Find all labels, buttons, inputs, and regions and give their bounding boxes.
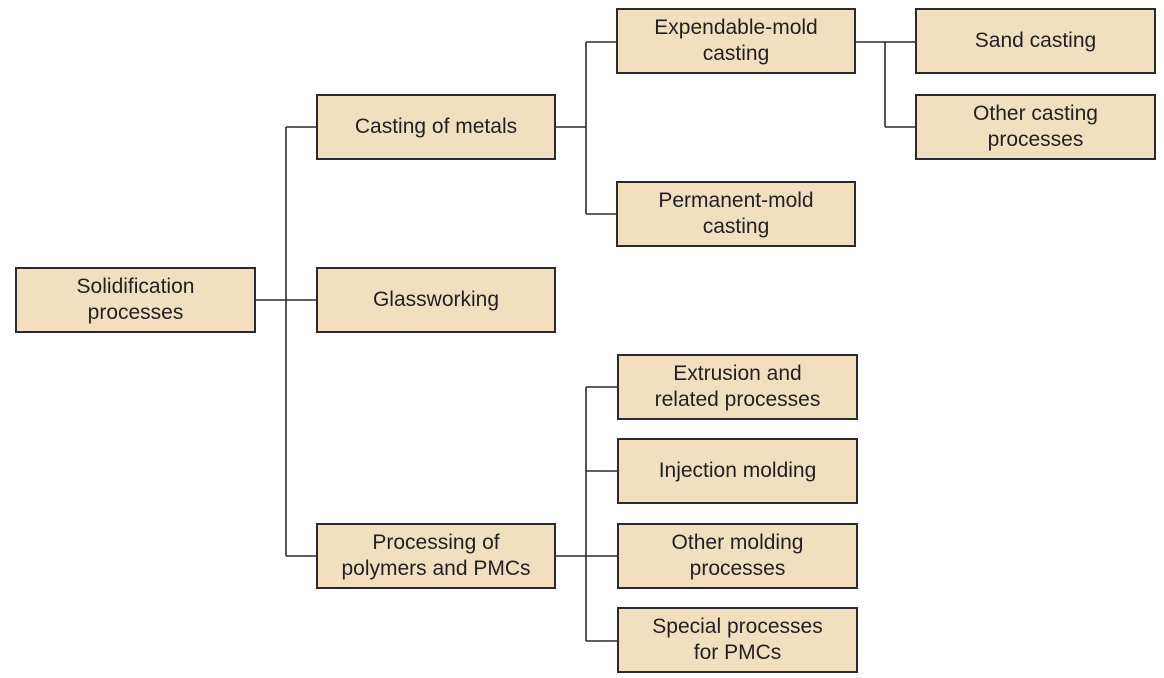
node-label: Expendable-mold casting bbox=[654, 16, 818, 65]
node-label: Other molding processes bbox=[671, 531, 804, 580]
node-label: Solidification processes bbox=[76, 275, 195, 324]
node-expendable-mold-casting: Expendable-mold casting bbox=[616, 8, 856, 74]
node-permanent-mold-casting: Permanent-mold casting bbox=[616, 181, 856, 247]
node-label: Special processes for PMCs bbox=[652, 615, 823, 664]
node-label: Permanent-mold casting bbox=[658, 189, 814, 238]
node-processing-of-polymers: Processing of polymers and PMCs bbox=[316, 523, 556, 589]
node-other-casting-processes: Other casting processes bbox=[915, 94, 1156, 160]
node-glassworking: Glassworking bbox=[316, 267, 556, 333]
node-label: Casting of metals bbox=[354, 115, 518, 138]
node-other-molding-processes: Other molding processes bbox=[617, 523, 858, 589]
node-sand-casting: Sand casting bbox=[915, 8, 1156, 74]
node-label: Other casting processes bbox=[973, 102, 1098, 151]
node-label: Extrusion and related processes bbox=[654, 362, 821, 411]
node-label: Injection molding bbox=[658, 459, 817, 482]
node-solidification-processes: Solidification processes bbox=[15, 267, 256, 333]
node-label: Glassworking bbox=[372, 288, 500, 311]
node-special-processes-for-pmcs: Special processes for PMCs bbox=[617, 607, 858, 673]
node-label: Processing of polymers and PMCs bbox=[341, 531, 531, 580]
node-label: Sand casting bbox=[974, 29, 1097, 52]
node-extrusion-and-related-processes: Extrusion and related processes bbox=[617, 354, 858, 420]
node-injection-molding: Injection molding bbox=[617, 438, 858, 504]
node-casting-of-metals: Casting of metals bbox=[316, 94, 556, 160]
